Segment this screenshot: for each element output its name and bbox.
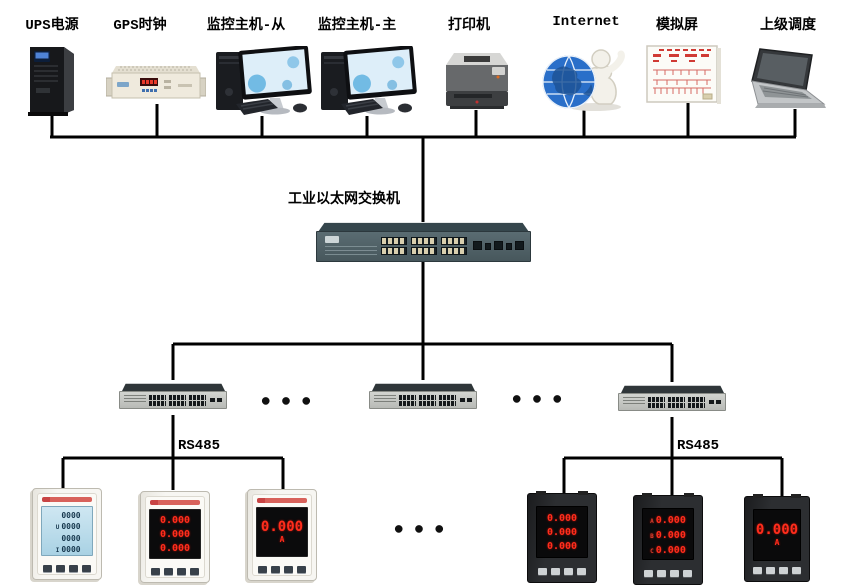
label-host-master: 监控主机-主 [317, 18, 397, 34]
meter-led-display: 0.000 0.000 0.000 [149, 509, 201, 559]
sub-switch-3-icon [617, 379, 728, 420]
core-switch-icon [314, 219, 533, 266]
meter-ammeter-black: 0.000 A [744, 494, 810, 582]
mimic-panel-icon [646, 45, 721, 104]
label-internet: Internet [552, 14, 620, 30]
rs485-label-right: RS485 [677, 438, 720, 454]
ellipsis-switch-row-2: ● ● ● [512, 393, 566, 405]
gps-clock-icon [106, 66, 206, 99]
label-mimic-panel: 模拟屏 [656, 18, 698, 34]
ups-icon [28, 47, 74, 116]
meter-led-three-row-white: 0.000 0.000 0.000 [140, 491, 210, 583]
core-switch-label: 工业以太网交换机 [288, 192, 400, 208]
meter-buttons [634, 570, 702, 577]
meter-brand-logo [257, 498, 307, 503]
sub-switch-1-icon [118, 377, 229, 418]
label-printer: 打印机 [448, 18, 490, 34]
meter-led-three-row-black-1: 0.000 0.000 0.000 [527, 491, 597, 583]
meter-led-display: 0.000 0.000 0.000 [536, 506, 588, 558]
meter-brand-logo [150, 500, 200, 505]
computer-master-icon [321, 46, 417, 115]
ellipsis-meter-row: ● ● ● [394, 523, 448, 535]
meter-buttons [745, 567, 809, 574]
meter-led-display: 0.000 A [256, 507, 308, 557]
meter-buttons [141, 568, 209, 575]
label-gps-clock: GPS时钟 [113, 18, 167, 34]
meter-buttons [528, 568, 596, 575]
meter-brand-logo [42, 497, 92, 502]
meter-led-display: 0.000 A [753, 509, 801, 561]
computer-slave-icon [216, 46, 312, 115]
label-ups: UPS电源 [25, 18, 79, 34]
printer-icon [446, 53, 508, 109]
label-host-slave: 监控主机-从 [206, 18, 286, 34]
ellipsis-switch-row-1: ● ● ● [261, 395, 315, 407]
internet-globe-icon [542, 49, 625, 111]
label-dispatch: 上级调度 [760, 18, 816, 34]
rs485-label-left: RS485 [178, 438, 221, 454]
laptop-icon [751, 48, 826, 108]
meter-buttons [248, 566, 316, 573]
meter-buttons [33, 565, 101, 572]
meter-ammeter-white: 0.000 A [247, 489, 317, 581]
sub-switch-2-icon [368, 377, 479, 418]
